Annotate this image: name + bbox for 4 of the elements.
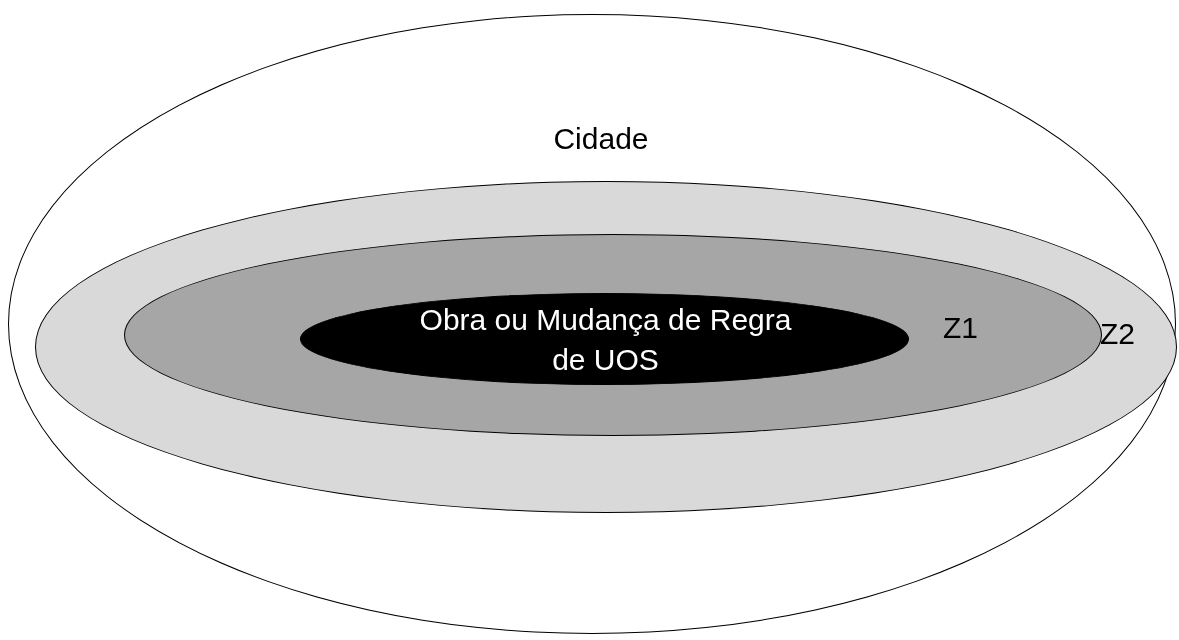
zone-label: Z1 xyxy=(943,310,979,346)
zone-label: Cidade xyxy=(552,121,650,157)
zone-label: Z2 xyxy=(1100,316,1136,352)
ellipse-label: Obra ou Mudança de Regra de UOS xyxy=(418,302,793,378)
